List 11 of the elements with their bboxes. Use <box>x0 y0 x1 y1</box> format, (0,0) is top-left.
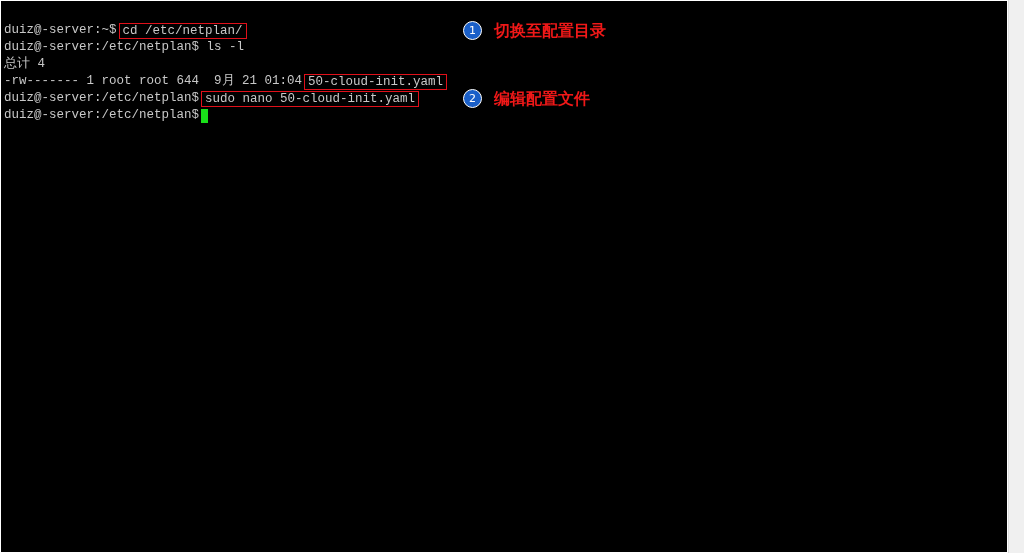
terminal-text: 总计 4 <box>4 56 45 73</box>
highlighted-command: sudo nano 50-cloud-init.yaml <box>201 90 420 107</box>
terminal-text: -rw------- 1 root root 644 9月 21 01:04 <box>4 73 303 90</box>
terminal-text: duiz@-server:/etc/netplan$ <box>4 107 200 124</box>
highlighted-command: 50-cloud-init.yaml <box>304 73 448 90</box>
terminal-text: duiz@-server:~$ <box>4 22 117 39</box>
highlighted-command: cd /etc/netplan/ <box>118 22 247 39</box>
terminal-text: duiz@-server:/etc/netplan$ <box>4 90 200 107</box>
annotation-text: 编辑配置文件 <box>494 90 591 107</box>
terminal-text: duiz@-server:/etc/netplan$ ls -l <box>4 39 245 56</box>
annotation-text: 切换至配置目录 <box>494 22 607 39</box>
